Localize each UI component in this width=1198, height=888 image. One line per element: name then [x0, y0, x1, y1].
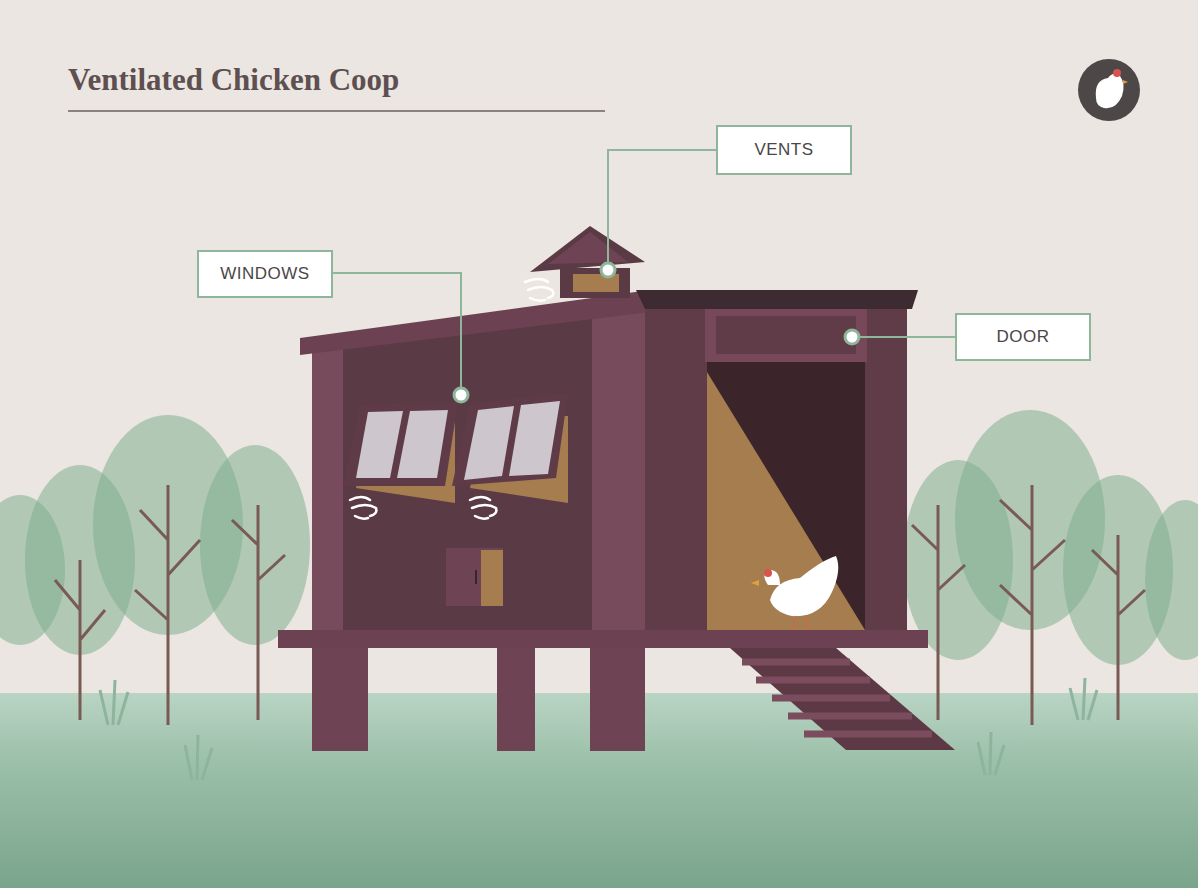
- callout-box: WINDOWS: [197, 250, 333, 298]
- chicken-coop: [278, 226, 955, 751]
- diagram-title: Ventilated Chicken Coop: [68, 62, 399, 98]
- callout-label: DOOR: [997, 327, 1050, 347]
- callout-label: WINDOWS: [220, 264, 309, 284]
- leader-dots: [454, 263, 859, 402]
- callout-box: DOOR: [955, 313, 1091, 361]
- callout-label: VENTS: [754, 140, 813, 160]
- callout-box: VENTS: [716, 125, 852, 175]
- air-flow: [350, 279, 553, 519]
- title-rule: [68, 110, 605, 112]
- leader-lines: [333, 150, 955, 388]
- chicken: [751, 556, 838, 630]
- hen-logo: [1078, 59, 1140, 121]
